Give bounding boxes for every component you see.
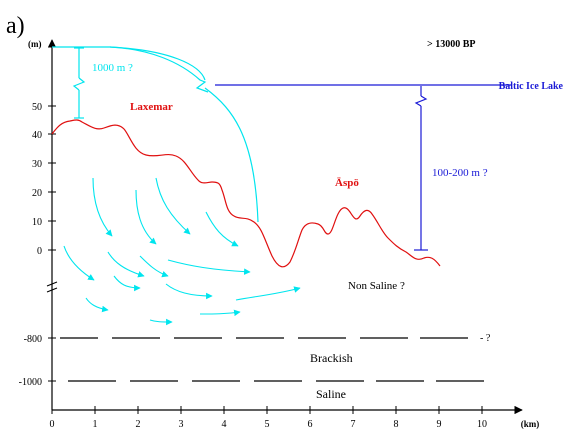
x-tick-label: 4 <box>222 419 227 430</box>
y-axis-unit: (m) <box>28 39 42 49</box>
ice-thickness-label: 1000 m ? <box>92 62 133 74</box>
y-tick-label: 30 <box>32 159 42 170</box>
y-tick-label: 0 <box>37 246 42 257</box>
x-tick-label: 0 <box>50 419 55 430</box>
x-tick-label: 6 <box>308 419 313 430</box>
topography-profile <box>51 119 441 268</box>
y-tick-label: -1000 <box>19 377 42 388</box>
x-tick-label: 9 <box>437 419 442 430</box>
y-tick-label: 50 <box>32 102 42 113</box>
water-depth-label: 100-200 m ? <box>432 167 488 179</box>
x-tick-label: 1 <box>93 419 98 430</box>
y-tick-label: 10 <box>32 217 42 228</box>
zone-label-brackish: Brackish <box>310 351 353 365</box>
x-axis-unit: (km) <box>521 419 540 429</box>
lake-label: Baltic Ice Lake <box>499 81 564 92</box>
zone-label-non-saline: Non Saline ? <box>348 280 405 292</box>
period-label: > 13000 BP <box>427 39 475 50</box>
boundary-query-label: - ? <box>480 333 491 344</box>
zone-label-saline: Saline <box>316 387 346 401</box>
x-tick-label: 3 <box>179 419 184 430</box>
site-label-aspo: Äspö <box>335 176 359 189</box>
x-tick-label: 5 <box>265 419 270 430</box>
panel-label: a) <box>6 13 25 39</box>
flow-arrows <box>63 177 301 326</box>
x-tick-label: 8 <box>394 419 399 430</box>
lake-level <box>215 84 512 251</box>
ice-sheet <box>52 46 259 223</box>
y-tick-label: 20 <box>32 188 42 199</box>
y-tick-label: 40 <box>32 130 42 141</box>
x-tick-label: 10 <box>477 419 487 430</box>
x-tick-label: 7 <box>351 419 356 430</box>
y-axis: (m) 50 40 30 20 10 0 -800 -1000 <box>19 39 58 410</box>
x-axis: 0 1 2 3 4 5 6 7 8 9 10 (km) <box>50 405 540 430</box>
site-label-laxemar: Laxemar <box>130 101 173 113</box>
y-tick-label: -800 <box>24 334 42 345</box>
x-tick-label: 2 <box>136 419 141 430</box>
